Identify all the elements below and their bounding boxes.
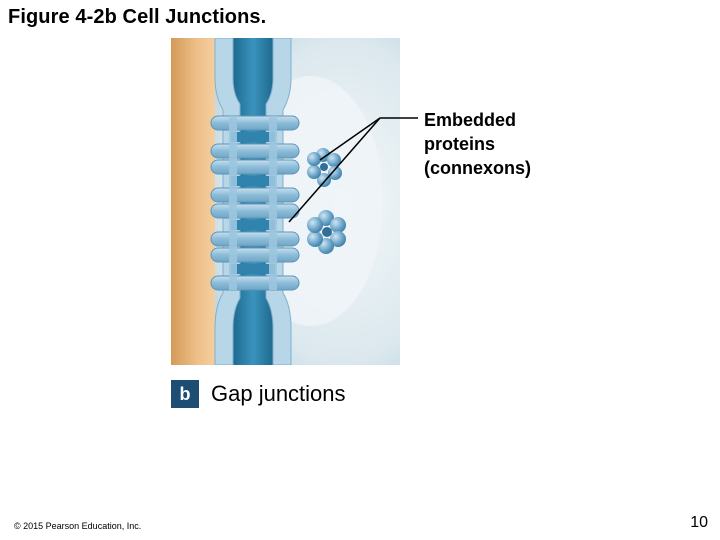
- figure-part-badge: b: [171, 380, 199, 408]
- copyright-notice: © 2015 Pearson Education, Inc.: [14, 521, 142, 531]
- connexon-callout-label: Embedded proteins (connexons): [424, 108, 531, 180]
- figure-caption: Gap junctions: [211, 381, 346, 406]
- connexon-bridges: [210, 115, 300, 291]
- slide-title: Figure 4-2b Cell Junctions.: [8, 6, 267, 28]
- callout-line-2: proteins: [424, 134, 496, 154]
- cell-tissue: [171, 38, 215, 365]
- gap-junction-illustration: [171, 38, 400, 365]
- page-number: 10: [690, 514, 708, 531]
- callout-line-3: (connexons): [424, 158, 532, 178]
- callout-line-1: Embedded: [424, 110, 517, 130]
